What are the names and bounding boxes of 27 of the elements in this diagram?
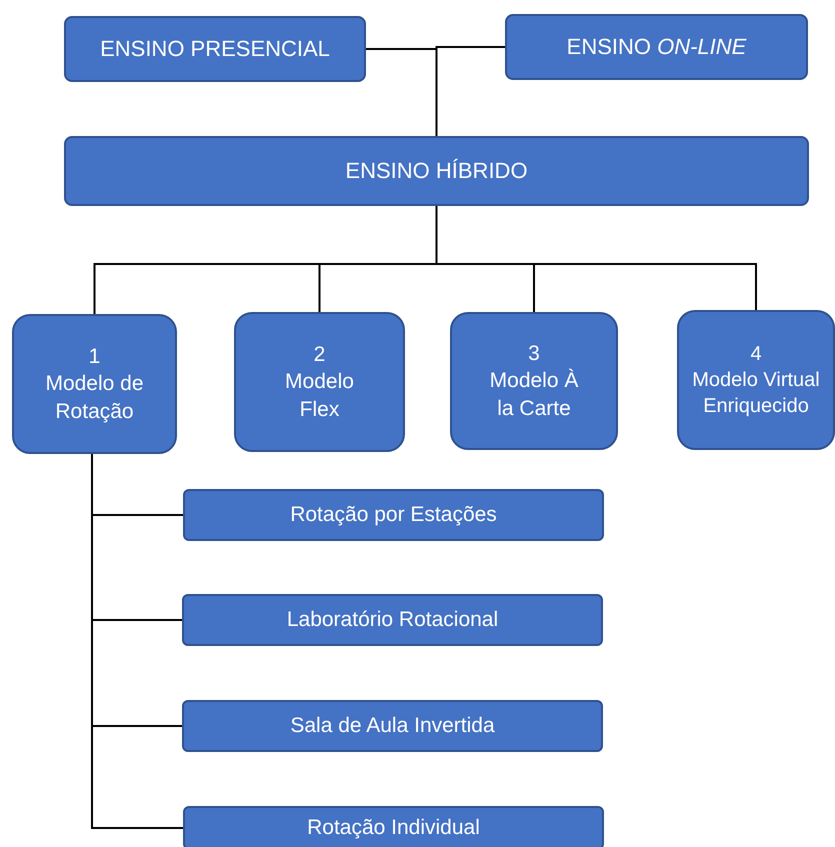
node-text: ENSINO HÍBRIDO (345, 156, 528, 185)
process-box (677, 310, 835, 450)
process-box (183, 806, 604, 847)
node-text: 1 (88, 344, 100, 370)
node-text: ENSINO PRESENCIAL (100, 34, 330, 63)
node-text: Modelo Virtual Enriquecido (691, 368, 821, 419)
node-text: Rotação Individual (307, 815, 480, 842)
connector-line (436, 206, 757, 310)
process-box (182, 594, 603, 646)
node-text: Sala de Aula Invertida (290, 713, 495, 740)
process-box (505, 14, 808, 80)
node-text: Rotação por Estações (290, 502, 497, 528)
node-text: Modelo Flex (284, 369, 355, 423)
process-box (182, 700, 603, 752)
process-box (450, 312, 618, 450)
process-box (12, 314, 177, 454)
node-text: Modelo À la Carte (488, 368, 580, 422)
node-text: ENSINO ON-LINE (566, 32, 746, 61)
process-box (64, 136, 809, 206)
node-text: Modelo de Rotação (44, 371, 145, 425)
process-box (64, 16, 366, 82)
node-text: 4 (750, 342, 762, 367)
node-text: 3 (528, 341, 540, 368)
process-box (234, 312, 405, 452)
node-text: Laboratório Rotacional (286, 607, 498, 634)
process-box (183, 489, 604, 541)
node-text: 2 (314, 342, 326, 368)
